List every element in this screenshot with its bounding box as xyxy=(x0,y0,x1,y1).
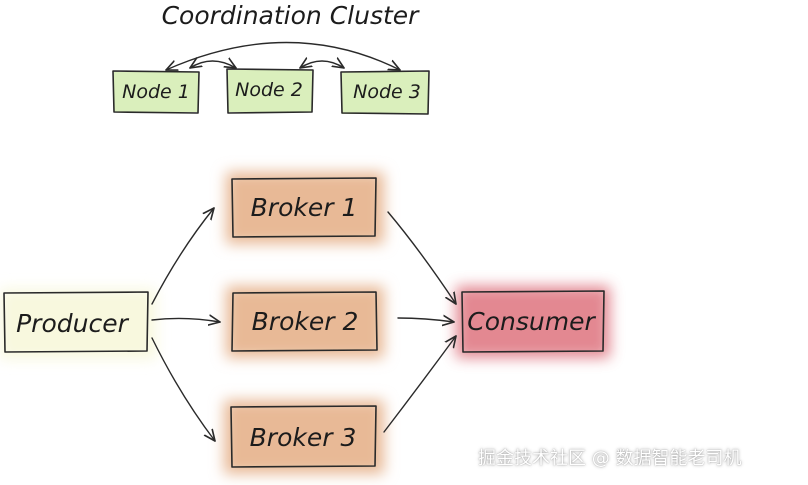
cluster-link-node1-node3 xyxy=(166,41,400,71)
node-2: Node 2 xyxy=(226,68,314,114)
arrow-producer-broker-3 xyxy=(151,337,215,441)
producer-box: Producer xyxy=(0,289,156,359)
consumer-label: Consumer xyxy=(467,307,596,336)
producer-label: Producer xyxy=(16,309,129,338)
broker-1-box: Broker 1 xyxy=(226,172,384,244)
arrow-broker-2-consumer xyxy=(397,318,454,322)
broker-2-box: Broker 2 xyxy=(226,286,384,358)
consumer-box: Consumer xyxy=(456,286,610,358)
node-3-label: Node 3 xyxy=(353,81,421,103)
cluster-title: Coordination Cluster xyxy=(162,1,421,30)
watermark-text: 掘金技术社区 @ 数据智能老司机 xyxy=(478,448,742,469)
arrow-broker-3-consumer xyxy=(383,336,456,433)
arrow-producer-broker-1 xyxy=(151,208,214,305)
broker-3-box: Broker 3 xyxy=(224,400,384,474)
cluster-link-node2-node3 xyxy=(300,61,344,68)
broker-1-label: Broker 1 xyxy=(251,193,358,222)
node-1: Node 1 xyxy=(112,70,200,114)
node-3: Node 3 xyxy=(340,70,430,115)
cluster-link-node1-node2 xyxy=(190,61,236,68)
node-2-label: Node 2 xyxy=(235,79,303,101)
arrow-broker-1-consumer xyxy=(387,211,456,304)
broker-2-label: Broker 2 xyxy=(252,307,359,336)
node-1-label: Node 1 xyxy=(122,81,190,103)
arrow-producer-broker-2 xyxy=(151,318,220,322)
broker-3-label: Broker 3 xyxy=(250,423,357,452)
